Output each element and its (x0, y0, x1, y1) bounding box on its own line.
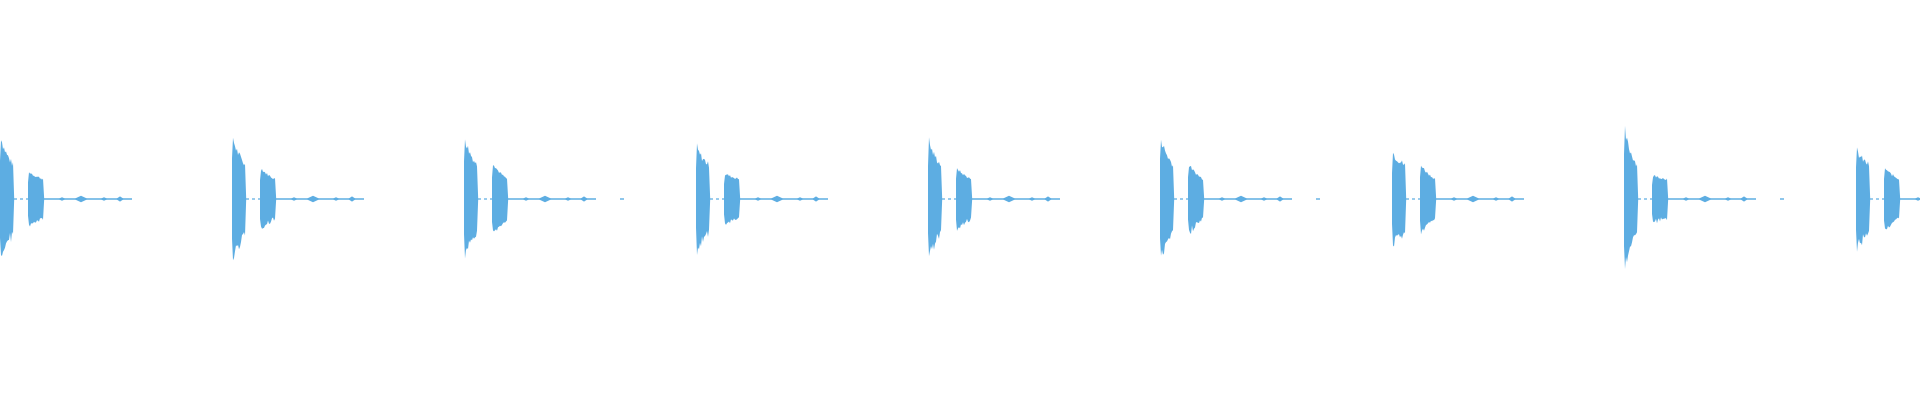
waveform-segment (0, 140, 132, 256)
waveform-blip (1218, 197, 1226, 201)
waveform-blip (1492, 197, 1500, 201)
waveform-segment (1856, 147, 1920, 252)
waveform-burst-secondary (492, 165, 509, 232)
waveform-blip (332, 197, 340, 201)
waveform-blip (58, 197, 66, 201)
waveform-blip (1508, 196, 1516, 202)
waveform-blip (580, 196, 588, 202)
waveform-blip (538, 195, 552, 203)
waveform-segment (1160, 139, 1320, 256)
waveform-blip (1740, 196, 1748, 202)
waveform-burst-secondary (28, 172, 45, 227)
waveform-burst-secondary (956, 168, 973, 231)
waveform-blip (74, 195, 88, 203)
waveform-blip (1276, 196, 1284, 202)
waveform-blip (1698, 195, 1712, 203)
waveform-blip (1450, 197, 1458, 201)
waveform-burst-secondary (724, 174, 741, 225)
waveform-burst-secondary (1420, 165, 1437, 235)
waveform-blip (1914, 197, 1920, 201)
waveform-segment (696, 143, 828, 255)
waveform-blip (306, 195, 320, 203)
waveform-blip (1044, 196, 1052, 202)
waveform-segment (928, 137, 1060, 257)
waveform-blip (348, 196, 356, 202)
waveform-burst-primary (696, 143, 711, 255)
waveform-burst-secondary (1188, 166, 1205, 234)
waveform-blip (1260, 197, 1268, 201)
waveform-blip (1682, 197, 1690, 201)
waveform-burst-primary (464, 139, 479, 259)
waveform-blip (522, 197, 530, 201)
waveform-blip (754, 197, 762, 201)
waveform-burst-primary (1392, 152, 1407, 247)
waveform-blip (986, 197, 994, 201)
waveform-blip (564, 197, 572, 201)
waveform-segments (0, 125, 1920, 269)
waveform-segment (1392, 152, 1524, 247)
waveform-burst-secondary (260, 168, 277, 229)
waveform-burst-primary (232, 137, 247, 261)
waveform-blip (1724, 197, 1732, 201)
waveform-burst-primary (1160, 139, 1175, 256)
waveform-segment (464, 139, 624, 259)
waveform-segment (1624, 125, 1784, 269)
waveform-blip (1028, 197, 1036, 201)
waveform-blip (770, 195, 784, 203)
waveform-blip (116, 196, 124, 202)
waveform-blip (796, 197, 804, 201)
waveform-blip (100, 197, 108, 201)
waveform-burst-primary (1856, 147, 1871, 252)
waveform-blip (1466, 195, 1480, 203)
waveform-blip (1002, 195, 1016, 203)
waveform-burst-primary (928, 137, 943, 257)
waveform-blip (812, 196, 820, 202)
waveform-blip (290, 197, 298, 201)
waveform-burst-secondary (1884, 168, 1901, 230)
waveform-segment (232, 137, 364, 261)
waveform-burst-secondary (1652, 175, 1669, 224)
waveform-blip (1234, 195, 1248, 203)
waveform-burst-primary (0, 140, 15, 256)
waveform-burst-primary (1624, 125, 1639, 269)
